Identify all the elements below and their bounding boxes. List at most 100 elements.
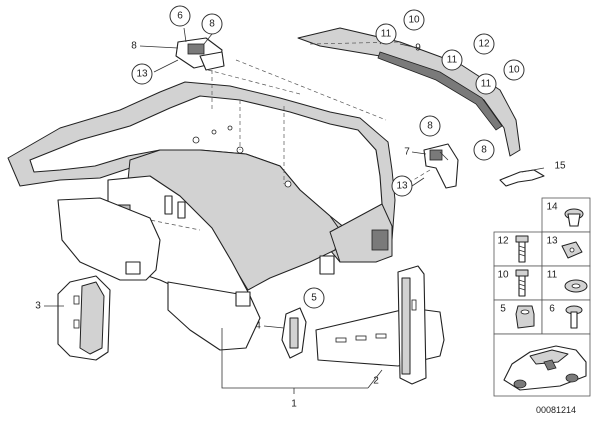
bracket-left[interactable]	[57, 275, 111, 361]
bolt-icon	[515, 269, 529, 297]
callout-circle-group: 6 8 13 10 11 12 11 10 11 8 8 13 5	[131, 5, 525, 309]
push-clip-icon	[564, 208, 584, 227]
washer-icon	[564, 279, 588, 293]
bracket-right-slot	[355, 335, 367, 341]
callout-label: 15	[554, 161, 566, 172]
leader-line	[139, 45, 179, 49]
mount-right-box	[429, 149, 443, 161]
leader-line	[439, 151, 449, 161]
cell-label: 14	[546, 202, 558, 213]
callout-circle	[169, 5, 191, 27]
callout-label: 3	[35, 301, 41, 312]
cell-label: 6	[549, 304, 555, 315]
callout-label: 4	[255, 321, 261, 332]
callout-label: 11	[447, 55, 458, 66]
assembly-lines	[207, 41, 431, 189]
callout-label: 8	[481, 145, 487, 156]
lower-front-panel	[57, 197, 161, 281]
rear-panel-assembly[interactable]	[7, 81, 396, 351]
leader-line	[411, 151, 427, 155]
callout-label: 10	[508, 65, 520, 76]
leader-line	[221, 328, 368, 389]
callout-circle	[201, 13, 223, 35]
clip-15-body	[499, 169, 545, 187]
leader-line	[153, 59, 179, 73]
leader-line	[411, 177, 425, 187]
lower-foot	[125, 261, 141, 275]
mount-top-left-tab	[199, 51, 225, 71]
leader-line	[263, 325, 285, 329]
callout-circle	[473, 139, 495, 161]
leader-line	[183, 27, 187, 43]
catalog-code: 00081214	[536, 405, 576, 415]
callout-label: 5	[311, 293, 317, 304]
cell-label: 12	[497, 236, 509, 247]
callout-circle	[419, 115, 441, 137]
leader-line	[399, 43, 419, 49]
callout-label: 8	[209, 19, 215, 30]
parts-cell	[541, 299, 591, 335]
mount-hole	[192, 136, 200, 144]
trim-strip-edge	[377, 51, 503, 131]
assembly-line	[207, 69, 301, 95]
callout-label: 2	[373, 376, 379, 387]
right-foot	[319, 255, 335, 275]
mount-top-left[interactable]	[175, 37, 225, 71]
left-foot	[235, 291, 251, 307]
leader-lines	[44, 27, 545, 394]
callout-label: 6	[177, 11, 183, 22]
callout-label: 11	[381, 29, 392, 40]
bracket-small-face	[289, 317, 299, 349]
callout-label: 8	[131, 41, 137, 52]
callout-circle	[503, 59, 525, 81]
callout-circle	[391, 175, 413, 197]
cell-label: 13	[546, 236, 558, 247]
mount-hole	[284, 180, 292, 188]
bolt-icon	[515, 235, 529, 263]
mount-right[interactable]	[423, 143, 459, 189]
cell-label: 5	[500, 304, 506, 315]
callout-label: 10	[408, 15, 420, 26]
bracket-small[interactable]	[281, 307, 307, 359]
leader-line	[521, 167, 545, 173]
callout-label: 8	[427, 121, 433, 132]
bracket-right-slot	[335, 337, 347, 343]
callout-label: 1	[291, 399, 297, 410]
screw-icon	[565, 305, 583, 329]
bracket-left-slot	[73, 319, 80, 329]
bracket-right[interactable]	[315, 265, 445, 385]
callout-circle	[303, 287, 325, 309]
callout-label: 7	[404, 147, 410, 158]
callout-label: 13	[136, 69, 148, 80]
bracket-left-slot	[73, 295, 80, 305]
mount-hole	[211, 129, 217, 135]
mount-top-left-box	[187, 43, 205, 55]
stud-left	[164, 195, 173, 215]
callout-label: 9	[415, 43, 421, 54]
vehicle-thumbnail-icon	[503, 345, 587, 391]
callout-circle	[375, 23, 397, 45]
cell-label: 11	[547, 270, 558, 281]
clip-nut-icon	[561, 241, 583, 259]
callout-label: 11	[481, 79, 492, 90]
callout-circle	[441, 49, 463, 71]
assembly-line	[235, 59, 387, 121]
callout-circle	[475, 73, 497, 95]
callout-label: 13	[396, 181, 408, 192]
bracket-left-face	[79, 281, 105, 355]
callout-circle	[473, 33, 495, 55]
callout-circle	[131, 63, 153, 85]
clip-15[interactable]	[499, 169, 545, 187]
trim-strip[interactable]	[297, 27, 521, 157]
leader-line	[367, 369, 383, 389]
leader-line	[203, 33, 213, 45]
spacer-nut-icon	[515, 305, 535, 329]
assembly-line	[309, 41, 401, 45]
right-wall-opening	[371, 229, 389, 251]
callout-label: 12	[478, 39, 490, 50]
callout-circle	[403, 9, 425, 31]
cell-label: 10	[497, 270, 509, 281]
stud-right	[177, 201, 186, 219]
